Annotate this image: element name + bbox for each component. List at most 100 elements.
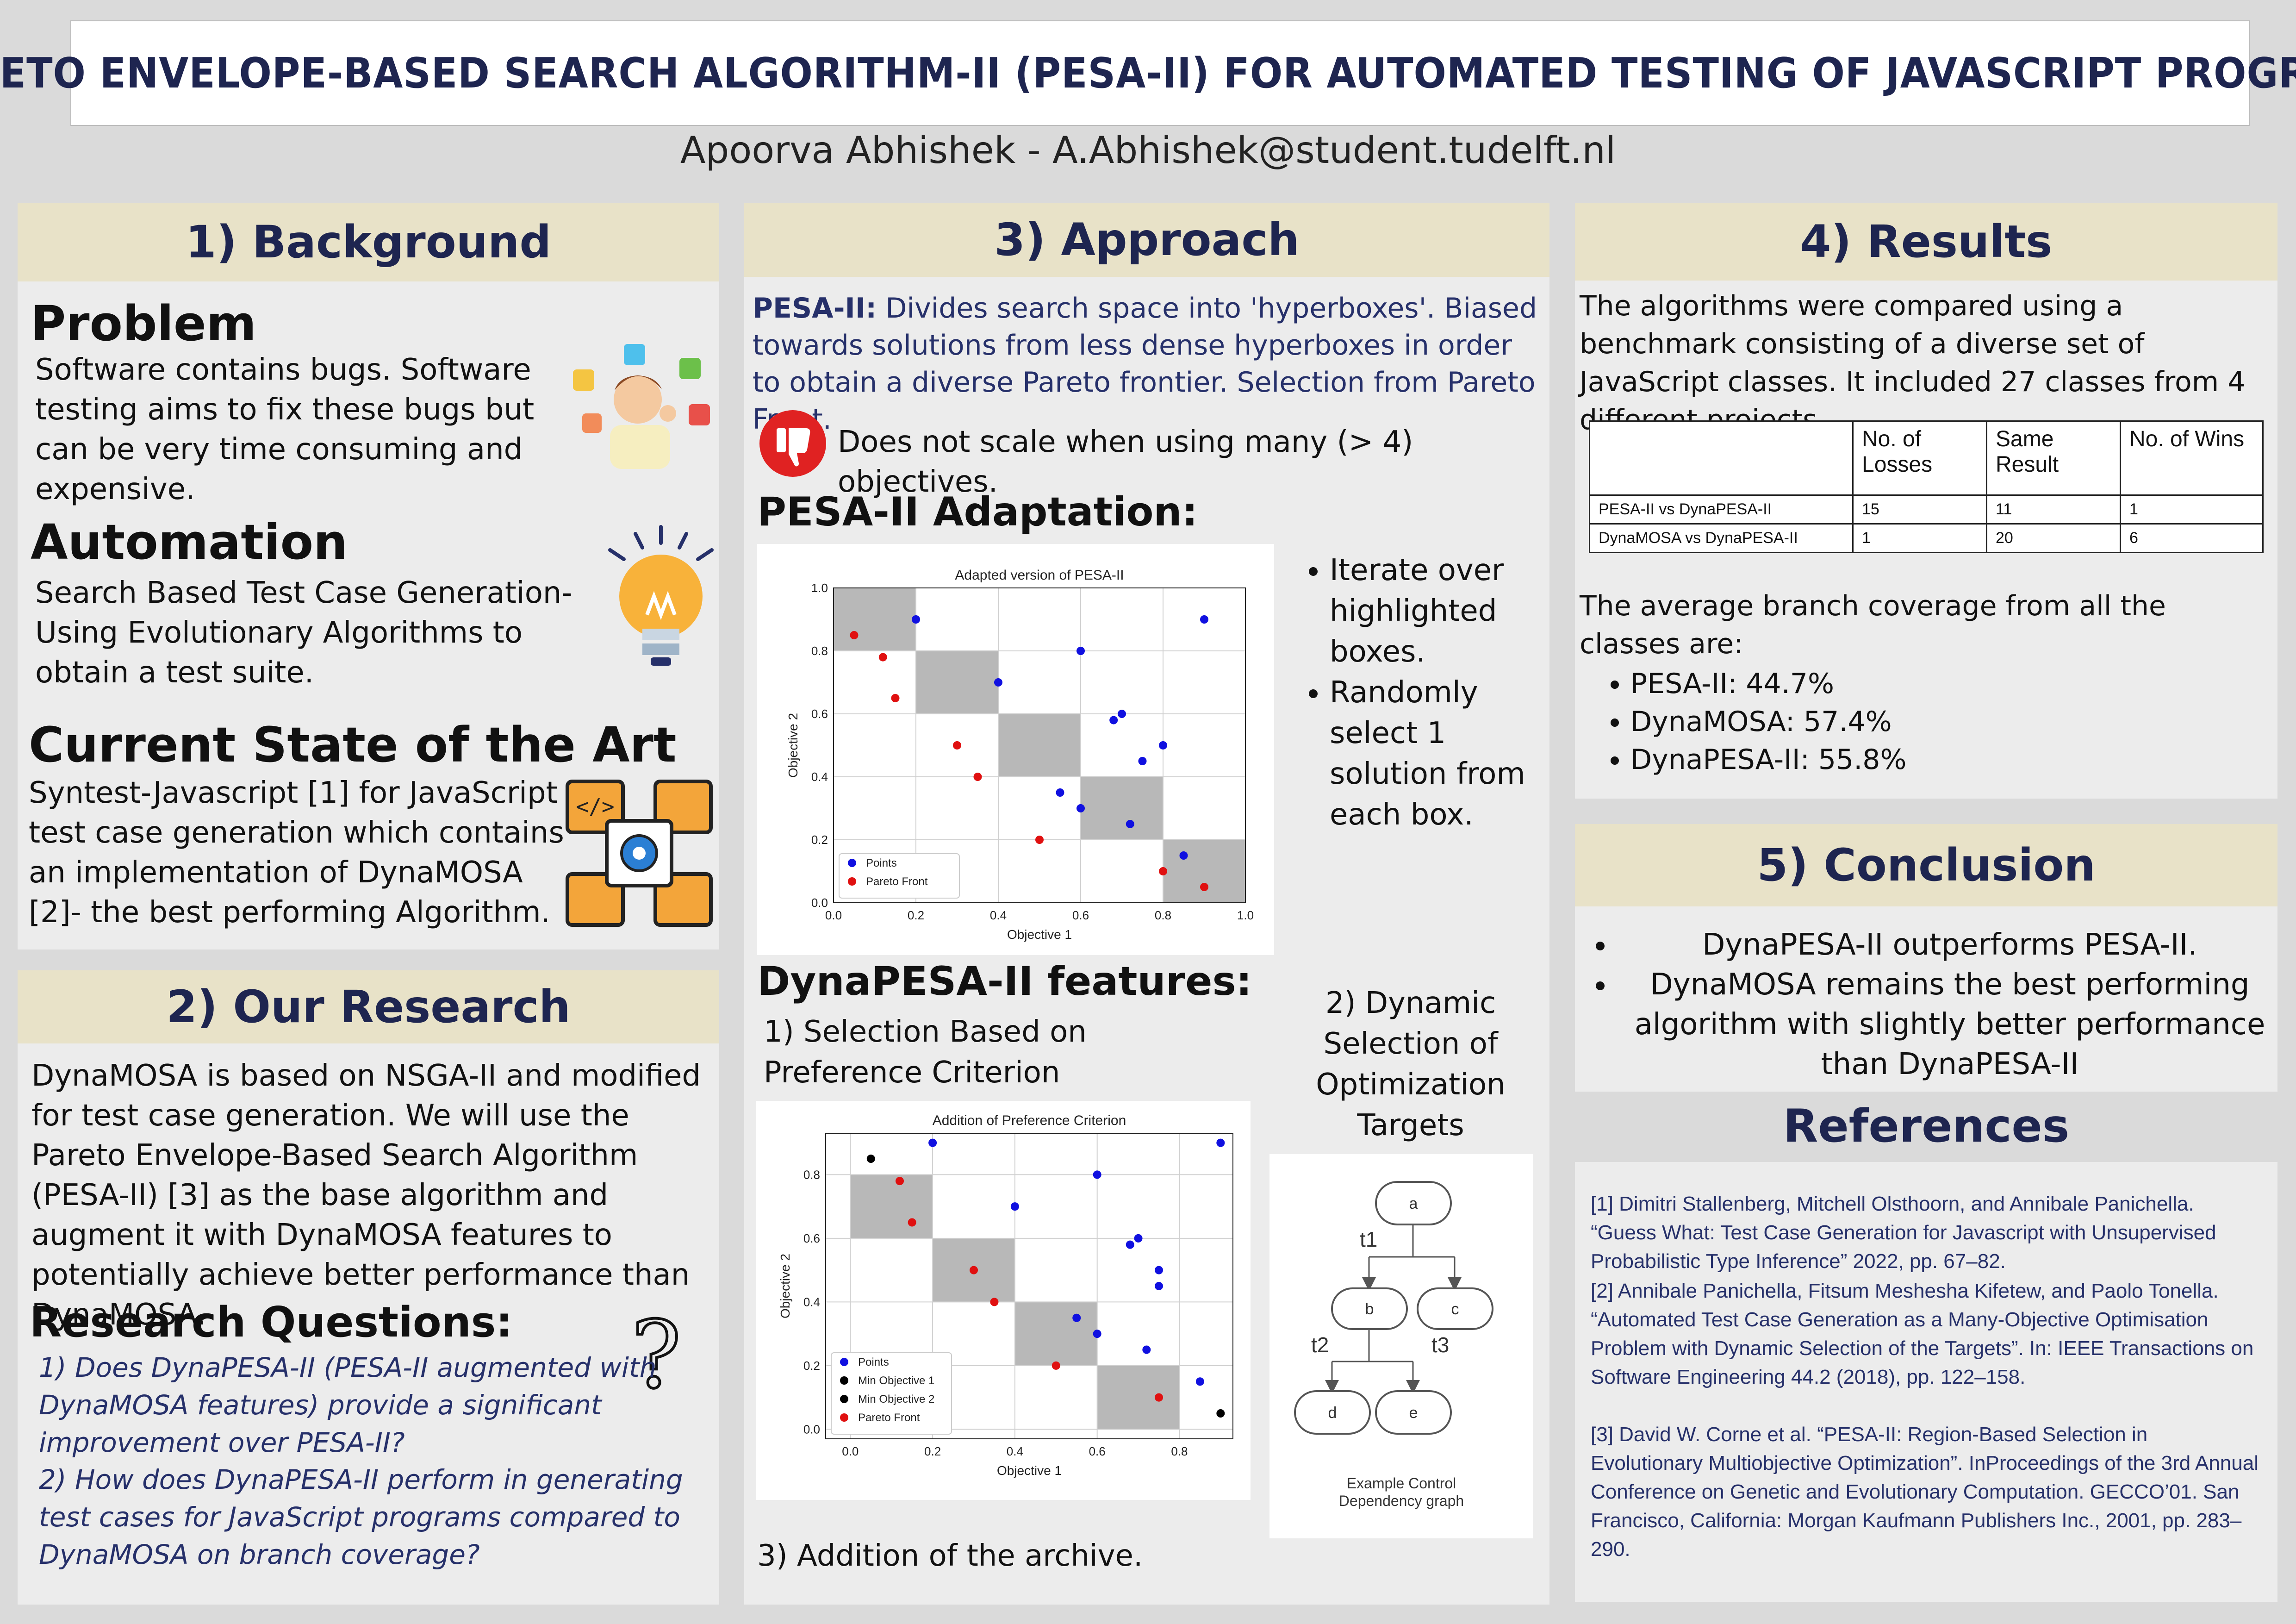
coverage-item: DynaPESA-II: 55.8% [1630,741,1906,779]
table-header-cell: No. of Losses [1852,420,1987,496]
coverage-list: PESA-II: 44.7% DynaMOSA: 57.4% DynaPESA-… [1607,665,1906,779]
legend-label: Pareto Front [866,875,928,888]
question-mark-icon: ? [630,1308,682,1401]
legend-marker [840,1376,848,1385]
pesa-label: PESA-II: [753,292,877,325]
x-tick-label: 0.8 [1155,908,1171,922]
results-header: 4) Results [1575,203,2277,281]
coverage-item: DynaMOSA: 57.4% [1630,703,1906,741]
data-point [1195,1377,1204,1386]
x-tick-label: 0.2 [908,908,924,922]
graph-node-a: a [1409,1195,1418,1212]
table-cell: 11 [1986,494,2121,525]
legend-label: Points [858,1356,889,1368]
data-point [1155,1266,1163,1274]
poster-title: PARETO ENVELOPE-BASED SEARCH ALGORITHM-I… [0,49,2296,98]
approach-panel: 3) Approach PESA-II: Divides search spac… [744,203,1549,1605]
rq-title: Research Questions: [30,1298,513,1347]
state-title: Current State of the Art [29,717,677,773]
y-tick-label: 1.0 [811,581,828,595]
hyperbox [834,588,916,651]
legend-box [839,853,960,899]
hyperbox [916,651,998,714]
legend-marker [848,859,856,867]
con-text: Does not scale when using many (> 4) obj… [838,425,1413,499]
adapt-bullet: Randomly select 1 solution from each box… [1330,672,1570,835]
coverage-item: PESA-II: 44.7% [1630,665,1906,703]
results-table: No. of Losses Same Result No. of Wins PE… [1589,420,2264,553]
reference-item: [3] David W. Corne et al. “PESA-II: Regi… [1591,1423,2259,1561]
x-tick-label: 0.0 [842,1444,859,1458]
table-header-cell: No. of Wins [2120,420,2264,496]
data-point [896,1177,904,1186]
table-cell: 15 [1852,494,1987,525]
automation-title: Automation [31,514,348,570]
table-row: PESA-II vs DynaPESA-II 15 11 1 [1589,494,2264,525]
hyperbox [1163,840,1245,903]
data-point [850,631,859,639]
svg-text:</>: </> [576,794,614,819]
table-row: DynaMOSA vs DynaPESA-II 1 20 6 [1589,523,2264,553]
legend-marker [840,1413,848,1422]
data-point [1076,647,1085,655]
legend-label: Pareto Front [858,1412,920,1424]
chart-title: Adapted version of PESA-II [955,568,1124,583]
title-banner: PARETO ENVELOPE-BASED SEARCH ALGORITHM-I… [0,20,2296,126]
x-tick-label: 1.0 [1237,908,1254,922]
table-cell: DynaMOSA vs DynaPESA-II [1589,523,1854,553]
data-point [1093,1170,1101,1179]
legend-marker [840,1395,848,1403]
data-point [1052,1361,1060,1370]
adapt-bullets: Iterate over highlighted boxes. Randomly… [1307,550,1570,835]
x-axis-label: Objective 1 [1007,927,1072,942]
graph-caption-1: Example Control [1347,1475,1456,1492]
adaptation-title: PESA-II Adaptation: [757,489,1198,535]
state-text: Syntest-Javascript [1] for JavaScript te… [29,776,564,930]
pesa-description: PESA-II: Divides search space into 'hype… [753,290,1539,438]
research-panel: 2) Our Research DynaMOSA is based on NSG… [18,970,719,1605]
data-point [973,773,982,781]
legend-marker [840,1358,848,1366]
data-point [1056,788,1064,797]
edge-label-t2: t2 [1311,1333,1329,1357]
data-point [1216,1409,1225,1418]
table-cell: 1 [2120,494,2264,525]
x-tick-label: 0.6 [1072,908,1089,922]
legend-label: Points [866,857,897,869]
table-header-cell: Same Result [1986,420,2121,496]
table-cell: PESA-II vs DynaPESA-II [1589,494,1854,525]
y-axis-label: Objective 2 [778,1254,792,1318]
edge-label-t3: t3 [1431,1333,1449,1357]
data-point [1142,1345,1151,1354]
x-tick-label: 0.2 [924,1444,941,1458]
data-point [990,1298,999,1306]
plot-frame [833,587,1246,903]
data-point [866,1155,875,1163]
graph-node-d: d [1328,1404,1337,1422]
y-axis-label: Objective 2 [786,713,800,778]
svg-text:?: ? [631,1308,681,1401]
data-point [1155,1282,1163,1290]
results-intro: The algorithms were compared using a ben… [1580,290,2246,436]
references-header: References [1783,1100,2070,1153]
graph-node-e: e [1409,1404,1418,1422]
data-point [1200,615,1208,624]
author-line: Apoorva Abhishek - A.Abhishek@student.tu… [680,129,1616,172]
adapt-bullet: Iterate over highlighted boxes. [1330,550,1570,672]
references-panel: [1] Dimitri Stallenberg, Mitchell Olstho… [1575,1162,2277,1602]
confused-person-icon [573,344,710,469]
legend-marker [848,877,856,886]
x-tick-label: 0.0 [825,908,842,922]
data-point [1109,716,1118,725]
legend-label: Min Objective 1 [858,1374,934,1387]
data-point [1076,804,1085,812]
data-point [1134,1234,1143,1243]
y-tick-label: 0.6 [811,707,828,721]
data-point [1159,741,1167,750]
features-title: DynaPESA-II features: [757,958,1252,1005]
y-tick-label: 0.8 [811,644,828,658]
pesa-text: Divides search space into 'hyperboxes'. … [753,292,1537,436]
control-dependency-graph: a b c d e t1 t2 t3 Example Control Depen… [1269,1154,1533,1538]
